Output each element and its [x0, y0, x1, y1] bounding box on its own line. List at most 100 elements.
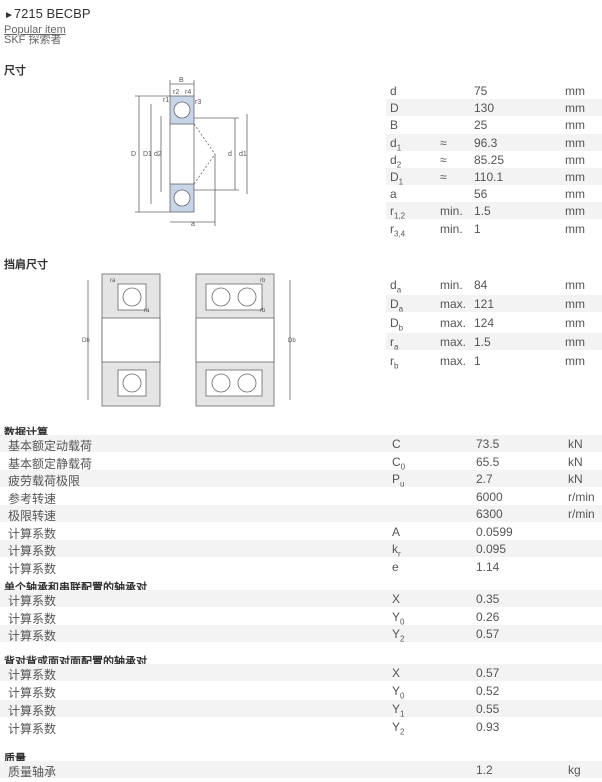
- symbol-subscript: 0: [400, 461, 406, 471]
- dim-unit: mm: [565, 297, 585, 311]
- dim-symbol: Db: [390, 316, 404, 333]
- dim-value: 25: [474, 118, 488, 133]
- dim-qualifier: max.: [440, 335, 467, 349]
- param-unit: r/min: [568, 489, 595, 504]
- bearing-dimension-drawing: B r1 r2 r3 r4 D D1 d2 d d1 a: [131, 77, 248, 228]
- dim-unit: mm: [565, 316, 585, 330]
- label-r2: r2: [173, 89, 179, 96]
- label-r3: r3: [195, 99, 201, 106]
- table-row: B 25 mm: [386, 116, 602, 133]
- param-value: 0.57: [476, 627, 500, 641]
- dim-symbol: rb: [390, 354, 399, 371]
- label-r1: r1: [163, 97, 169, 104]
- param-name: 基本额定静载荷: [8, 456, 93, 471]
- label-rb2: rb: [260, 308, 266, 314]
- param-symbol: A: [392, 524, 401, 539]
- dim-symbol: D1: [390, 170, 404, 187]
- param-name: 计算系数: [8, 544, 57, 558]
- abutment-drawing-left: ra Db ra da: [82, 273, 161, 407]
- param-unit: kN: [568, 454, 583, 469]
- symbol-subscript: 3,4: [394, 228, 406, 238]
- dim-value: 130: [474, 101, 495, 116]
- dim-value: 75: [474, 84, 488, 98]
- dim-qualifier: min.: [440, 204, 463, 219]
- popular-item-link[interactable]: Popular item: [4, 24, 66, 36]
- param-name: 计算系数: [8, 686, 57, 700]
- dim-value: 1: [474, 221, 481, 236]
- label-B: B: [179, 77, 184, 84]
- param-symbol: Y2: [392, 720, 405, 737]
- param-name: 基本额定动载荷: [8, 439, 93, 453]
- symbol-subscript: 2: [400, 634, 405, 644]
- dim-unit: mm: [565, 135, 585, 150]
- dim-qualifier: min.: [440, 278, 463, 292]
- param-unit: r/min: [568, 507, 595, 521]
- param-value: 6300: [476, 507, 503, 521]
- dim-unit: mm: [565, 187, 585, 202]
- param-name: 计算系数: [8, 722, 57, 736]
- label-ra: ra: [110, 278, 116, 284]
- param-value: 1.2: [476, 763, 493, 777]
- param-name: 计算系数: [8, 704, 57, 718]
- label-rb: rb: [260, 278, 266, 284]
- dim-unit: mm: [565, 278, 585, 292]
- designation: 7215 BECBP: [13, 6, 91, 21]
- label-d: d: [228, 151, 232, 158]
- symbol-subscript: 1: [396, 142, 402, 152]
- dim-qualifier: ≈: [440, 170, 447, 184]
- label-D1: D1: [143, 151, 152, 158]
- param-value: 1.14: [476, 559, 500, 574]
- param-name: 疲劳载荷极限: [8, 474, 81, 488]
- dim-unit: mm: [565, 152, 585, 167]
- label-d2: d2: [154, 151, 162, 158]
- param-name: 计算系数: [8, 629, 57, 643]
- dim-qualifier: ≈: [440, 135, 447, 150]
- param-symbol: X: [392, 592, 401, 606]
- dim-symbol: B: [390, 118, 399, 133]
- dim-symbol: D: [390, 101, 399, 116]
- label-d1: d1: [239, 151, 247, 158]
- dim-unit: mm: [565, 118, 585, 133]
- param-name: 计算系数: [8, 611, 57, 626]
- dim-symbol: ra: [390, 335, 399, 352]
- param-symbol: X: [392, 666, 401, 680]
- param-value: 0.55: [476, 702, 500, 716]
- dim-unit: mm: [565, 354, 585, 368]
- param-symbol: Y0: [392, 684, 405, 701]
- symbol-subscript: b: [398, 323, 404, 333]
- dim-symbol: r3,4: [390, 221, 406, 238]
- param-value: 0.93: [476, 720, 500, 734]
- param-value: 2.7: [476, 472, 493, 486]
- label-r4: r4: [185, 89, 191, 96]
- symbol-subscript: a: [396, 285, 402, 295]
- param-unit: kN: [568, 437, 583, 451]
- skf-explorer-label: SKF 探索者: [4, 34, 62, 46]
- dim-symbol: a: [390, 187, 397, 202]
- symbol-subscript: 1: [398, 177, 404, 187]
- param-name: 参考转速: [8, 491, 57, 506]
- param-value: 0.095: [476, 542, 507, 556]
- param-value: 0.35: [476, 592, 500, 606]
- label-Db-right: Db: [288, 338, 296, 344]
- param-unit: kN: [568, 472, 583, 486]
- dim-value: 110.1: [474, 170, 504, 184]
- param-symbol: e: [392, 559, 399, 574]
- symbol-subscript: a: [398, 304, 404, 314]
